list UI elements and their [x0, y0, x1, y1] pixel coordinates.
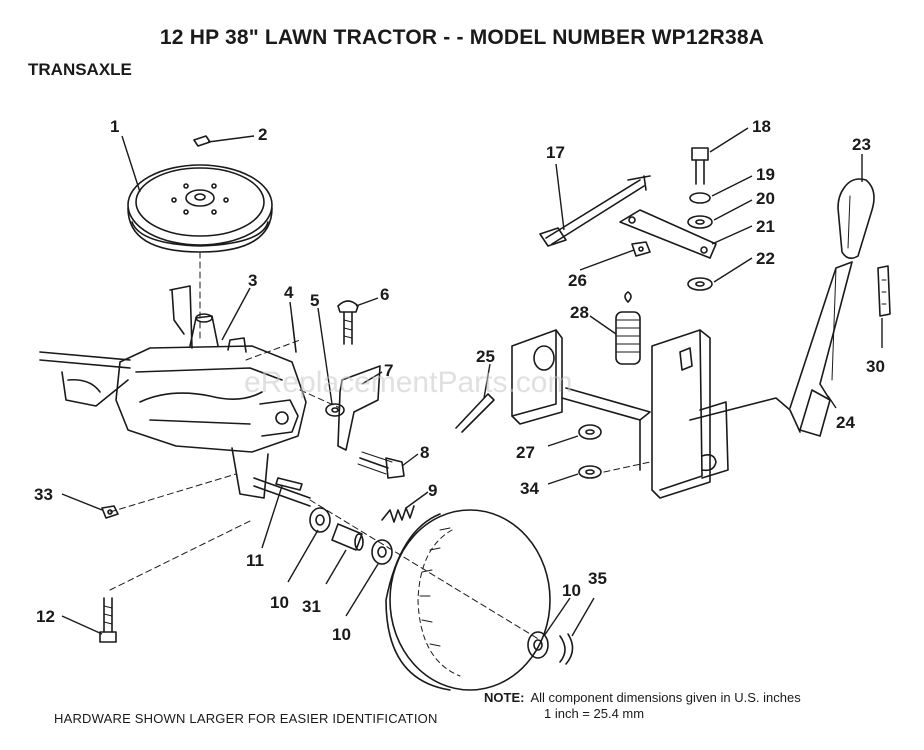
callout-18: 18: [752, 117, 771, 136]
callout-9: 9: [428, 481, 437, 500]
hex-bolt: [357, 451, 405, 479]
hex-nut: [101, 505, 119, 519]
bracket: [337, 365, 381, 451]
return-spring: [615, 291, 641, 365]
leader-lines: [61, 127, 883, 637]
note-label: NOTE:: [484, 690, 525, 705]
callout-3: 3: [248, 271, 257, 290]
callout-27: 27: [516, 443, 535, 462]
callout-23: 23: [852, 135, 871, 154]
callout-22: 22: [756, 249, 775, 268]
retaining-ring: [559, 633, 574, 665]
callout-24: 24: [836, 413, 855, 432]
callout-numbers: 1 2 3 4 5 6 7 8 9 10 10 10 11 12 17 18 1…: [34, 117, 885, 644]
watermark-text: eReplacementParts.com: [244, 366, 572, 399]
assembly-line-right: [603, 461, 651, 473]
shift-nut: [631, 241, 651, 257]
carriage-bolt: [337, 300, 359, 345]
shift-washer-22: [687, 277, 713, 291]
callout-6: 6: [380, 285, 389, 304]
mounting-bolt: [99, 597, 117, 643]
callout-8: 8: [420, 443, 429, 462]
rear-tire: [385, 509, 551, 691]
transaxle: [39, 285, 311, 507]
callout-17: 17: [546, 143, 565, 162]
note-line-1: All component dimensions given in U.S. i…: [530, 690, 801, 705]
shift-bolt: [691, 147, 709, 185]
callout-21: 21: [756, 217, 775, 236]
page-title: 12 HP 38" LAWN TRACTOR - - MODEL NUMBER …: [159, 26, 765, 49]
shift-washer-20: [687, 215, 713, 229]
pin: [291, 317, 297, 353]
pulley-key: [193, 135, 211, 147]
washer-bottom: [527, 631, 549, 659]
callout-35: 35: [588, 569, 607, 588]
callout-2: 2: [258, 125, 267, 144]
callout-4: 4: [284, 283, 294, 302]
shift-bracket-frame: [511, 329, 801, 499]
callout-25: 25: [476, 347, 495, 366]
spacer: [331, 523, 364, 551]
washer-top: [309, 507, 331, 533]
axle-key: [275, 477, 303, 491]
shift-plate: [619, 209, 717, 259]
lock-nut: [325, 403, 345, 417]
callout-31: 31: [302, 597, 321, 616]
shift-rod: [539, 175, 651, 247]
callout-30: 30: [866, 357, 885, 376]
lock-nut-27: [578, 424, 602, 440]
decal-plate: [877, 265, 891, 317]
callout-20: 20: [756, 189, 775, 208]
washer-mid: [371, 539, 393, 565]
callout-26: 26: [568, 271, 587, 290]
cotter-pin: [455, 393, 495, 433]
callout-19: 19: [756, 165, 775, 184]
callout-1: 1: [110, 117, 119, 136]
note-line-2: 1 inch = 25.4 mm: [544, 706, 645, 721]
callout-11: 11: [246, 551, 264, 570]
callout-10-top: 10: [270, 593, 289, 612]
pulley: [127, 164, 273, 253]
section-heading: TRANSAXLE: [28, 60, 132, 79]
shift-lever: [789, 261, 853, 437]
washer-34: [578, 465, 602, 479]
callout-10-mid: 10: [332, 625, 351, 644]
callout-5: 5: [310, 291, 319, 310]
callout-10-bottom: 10: [562, 581, 581, 600]
spring: [381, 505, 415, 523]
callout-7: 7: [384, 361, 393, 380]
dimension-note: NOTE: All component dimensions given in U…: [484, 690, 801, 722]
callout-33: 33: [34, 485, 53, 504]
callout-34: 34: [520, 479, 539, 498]
hardware-note: HARDWARE SHOWN LARGER FOR EASIER IDENTIF…: [54, 711, 438, 726]
callout-12: 12: [36, 607, 55, 626]
shift-knob: [837, 178, 875, 260]
callout-28: 28: [570, 303, 589, 322]
assembly-lines: [109, 339, 541, 641]
shift-washer-19: [689, 192, 711, 204]
